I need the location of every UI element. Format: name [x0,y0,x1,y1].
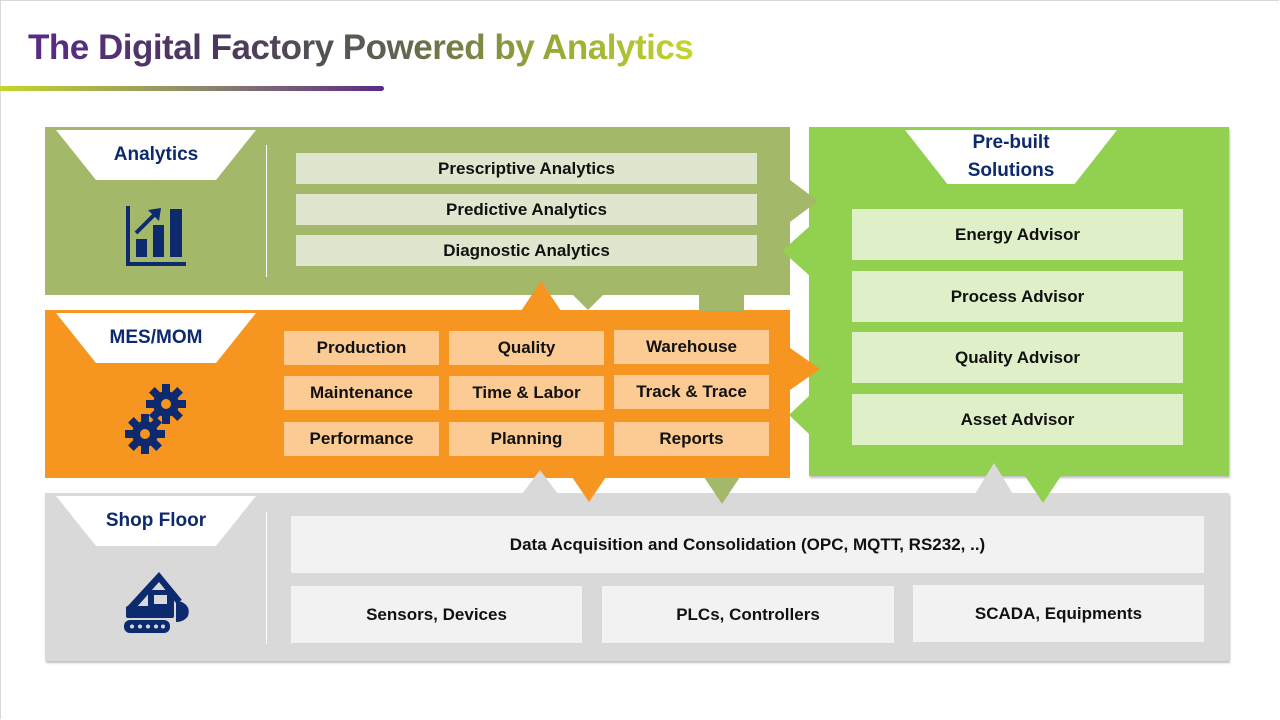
analytics-label: Analytics [113,144,199,165]
analytics-item-predictive[interactable]: Predictive Analytics [296,194,757,225]
mes-item-reports[interactable]: Reports [614,422,769,456]
mes-item-quality[interactable]: Quality [449,331,604,365]
shop-item-sensors-devices[interactable]: Sensors, Devices [291,586,582,643]
arrow-shop-to-prebuilt [975,463,1013,494]
arrow-mes-to-shop [572,477,606,502]
prebuilt-item-process-advisor[interactable]: Process Advisor [852,271,1183,322]
analytics-connector-stem [699,294,744,311]
mes-mom-label: MES/MOM [109,327,203,348]
analytics-item-prescriptive[interactable]: Prescriptive Analytics [296,153,757,184]
shop-item-scada-equipments[interactable]: SCADA, Equipments [913,585,1204,642]
arrow-prebuilt-to-analytics [782,226,810,276]
arrow-prebuilt-to-mes [789,395,810,435]
mes-item-warehouse[interactable]: Warehouse [614,330,769,364]
analytics-divider [266,145,267,277]
mes-item-track-trace[interactable]: Track & Trace [614,375,769,409]
arrow-mes-to-analytics [521,281,561,311]
shop-floor-label: Shop Floor [105,510,207,531]
prebuilt-item-energy-advisor[interactable]: Energy Advisor [852,209,1183,260]
analytics-item-diagnostic[interactable]: Diagnostic Analytics [296,235,757,266]
arrow-analytics-to-prebuilt [790,180,818,222]
mes-mom-label-tab: MES/MOM [56,313,256,363]
title-underline [0,86,384,91]
arrow-analytics-to-mes [572,294,604,310]
excavator-icon [124,572,189,633]
prebuilt-item-asset-advisor[interactable]: Asset Advisor [852,394,1183,445]
mes-item-maintenance[interactable]: Maintenance [284,376,439,410]
mes-item-time-labor[interactable]: Time & Labor [449,376,604,410]
gears-icon [125,384,186,454]
mes-item-production[interactable]: Production [284,331,439,365]
arrow-prebuilt-to-shop [1025,476,1061,503]
mes-item-performance[interactable]: Performance [284,422,439,456]
prebuilt-label-line1: Pre-built [972,132,1050,153]
prebuilt-label-line2: Solutions [967,160,1055,181]
arrow-shop-to-mes [522,470,558,494]
arrow-mes-to-prebuilt [790,348,820,390]
shop-item-plcs-controllers[interactable]: PLCs, Controllers [602,586,894,643]
bar-chart-growth-icon [126,206,186,266]
page-title: The Digital Factory Powered by Analytics [28,28,694,67]
data-acquisition-box[interactable]: Data Acquisition and Consolidation (OPC,… [291,516,1204,573]
arrow-analytics-to-shop [704,477,740,504]
shop-floor-divider [266,512,267,644]
mes-item-planning[interactable]: Planning [449,422,604,456]
prebuilt-item-quality-advisor[interactable]: Quality Advisor [852,332,1183,383]
